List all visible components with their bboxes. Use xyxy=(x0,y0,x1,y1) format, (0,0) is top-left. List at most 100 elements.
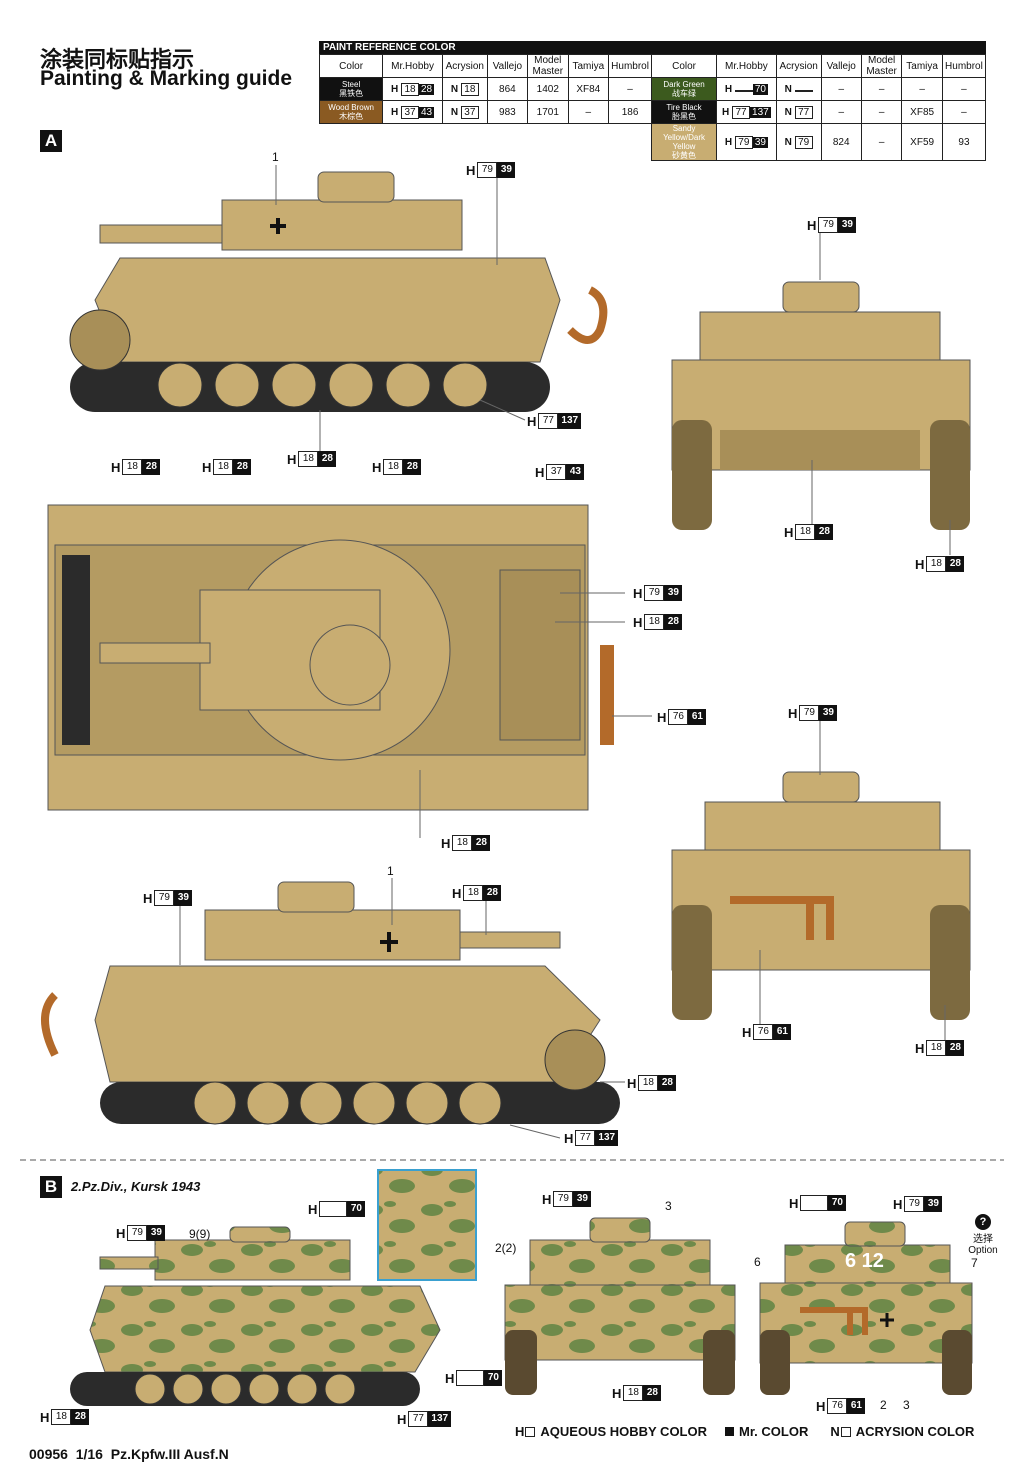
side-view-left xyxy=(69,171,608,412)
callout-code-mr: 28 xyxy=(815,524,834,540)
marker-number: 6 xyxy=(754,1255,761,1269)
footer-model: Pz.Kpfw.III Ausf.N xyxy=(110,1446,229,1462)
n-code: 79 xyxy=(794,135,813,149)
mr-code: 39 xyxy=(752,136,768,148)
callout-code-mr: 39 xyxy=(924,1196,943,1212)
callout-code: 18 xyxy=(452,835,473,851)
marker-number: 7 xyxy=(971,1256,978,1270)
callout-code-mr: 39 xyxy=(573,1191,592,1207)
callout-code: 18 xyxy=(795,524,816,540)
detail-inset xyxy=(377,1169,477,1281)
callout-code: 18 xyxy=(122,459,143,475)
h-code: 18 xyxy=(401,82,419,96)
tamiya-value: – xyxy=(567,100,610,124)
callout-code: 79 xyxy=(818,217,839,233)
callout-code-mr: 28 xyxy=(658,1075,677,1091)
callout-code: 76 xyxy=(827,1398,848,1414)
callout-code-mr: 28 xyxy=(403,459,422,475)
callout-code: 77 xyxy=(575,1130,596,1146)
callout-code: 76 xyxy=(753,1024,774,1040)
vallejo-value: 983 xyxy=(486,100,529,124)
humbrol-value: 93 xyxy=(941,123,987,161)
col-humbrol: Humbrol xyxy=(941,54,987,78)
callout-code-mr: 70 xyxy=(828,1195,847,1211)
top-view xyxy=(47,504,614,811)
callout-code xyxy=(800,1195,829,1211)
legend-h: H xyxy=(515,1424,525,1439)
callout-code-mr: 28 xyxy=(71,1409,90,1425)
callout-code: 18 xyxy=(383,459,404,475)
h-code: 79 xyxy=(734,135,753,149)
callout-code-mr: 28 xyxy=(946,556,965,572)
mrhobby-code: H 70 xyxy=(716,77,777,101)
mm-value: – xyxy=(860,77,903,101)
callout-code: 79 xyxy=(904,1196,925,1212)
humbrol-value: – xyxy=(941,100,987,124)
n-code: 18 xyxy=(460,82,479,96)
callout-code-mr: 43 xyxy=(566,464,585,480)
humbrol-value: – xyxy=(941,77,987,101)
callout-code: 77 xyxy=(408,1411,429,1427)
callout-code xyxy=(456,1370,485,1386)
marker-number: 2 xyxy=(880,1398,887,1412)
h-code: 37 xyxy=(401,105,419,119)
callout-code-mr: 28 xyxy=(142,459,161,475)
callout-code-mr: 39 xyxy=(819,705,838,721)
section-b-marker: B xyxy=(40,1176,62,1198)
callout-code: 37 xyxy=(546,464,567,480)
swatch-cn: 黑铁色 xyxy=(339,89,364,98)
unit-caption: 2.Pz.Div., Kursk 1943 xyxy=(71,1179,201,1194)
col-tamiya: Tamiya xyxy=(567,54,610,78)
question-icon: ? xyxy=(975,1214,991,1230)
paint-table-grid: Color Mr.Hobby Acrysion Vallejo Model Ma… xyxy=(318,54,987,161)
callout-code: 18 xyxy=(51,1409,72,1425)
callout-code: 18 xyxy=(463,885,484,901)
turret-number: 6 12 xyxy=(845,1250,884,1272)
swatch-cn: 木棕色 xyxy=(339,112,364,121)
n-code xyxy=(794,89,813,92)
footer: 00956 1/16 Pz.Kpfw.III Ausf.N xyxy=(29,1446,229,1462)
callout-code: 79 xyxy=(154,890,175,906)
legend: H AQUEOUS HOBBY COLOR Mr. COLOR N ACRYSI… xyxy=(515,1424,974,1439)
marker-number: 2(2) xyxy=(495,1241,517,1255)
callout-code xyxy=(319,1201,348,1217)
humbrol-value: 186 xyxy=(608,100,653,124)
callout-code: 76 xyxy=(668,709,689,725)
marker-number: 3 xyxy=(903,1398,910,1412)
callout-code: 18 xyxy=(926,556,947,572)
callout-code: 18 xyxy=(213,459,234,475)
acrysion-code: N 79 xyxy=(775,123,822,161)
callout-code-mr: 28 xyxy=(472,835,491,851)
callout-code-mr: 28 xyxy=(664,614,683,630)
callout-code-mr: 39 xyxy=(174,890,193,906)
swatch-name: Wood Brown xyxy=(328,103,374,112)
legend-box-icon xyxy=(525,1426,536,1437)
acrysion-code: N 18 xyxy=(441,77,488,101)
callout-code-mr: 39 xyxy=(838,217,857,233)
callout-code: 18 xyxy=(298,451,319,467)
callout-code-mr: 137 xyxy=(595,1130,619,1146)
h-code xyxy=(734,89,753,92)
callout-code: 79 xyxy=(644,585,665,601)
